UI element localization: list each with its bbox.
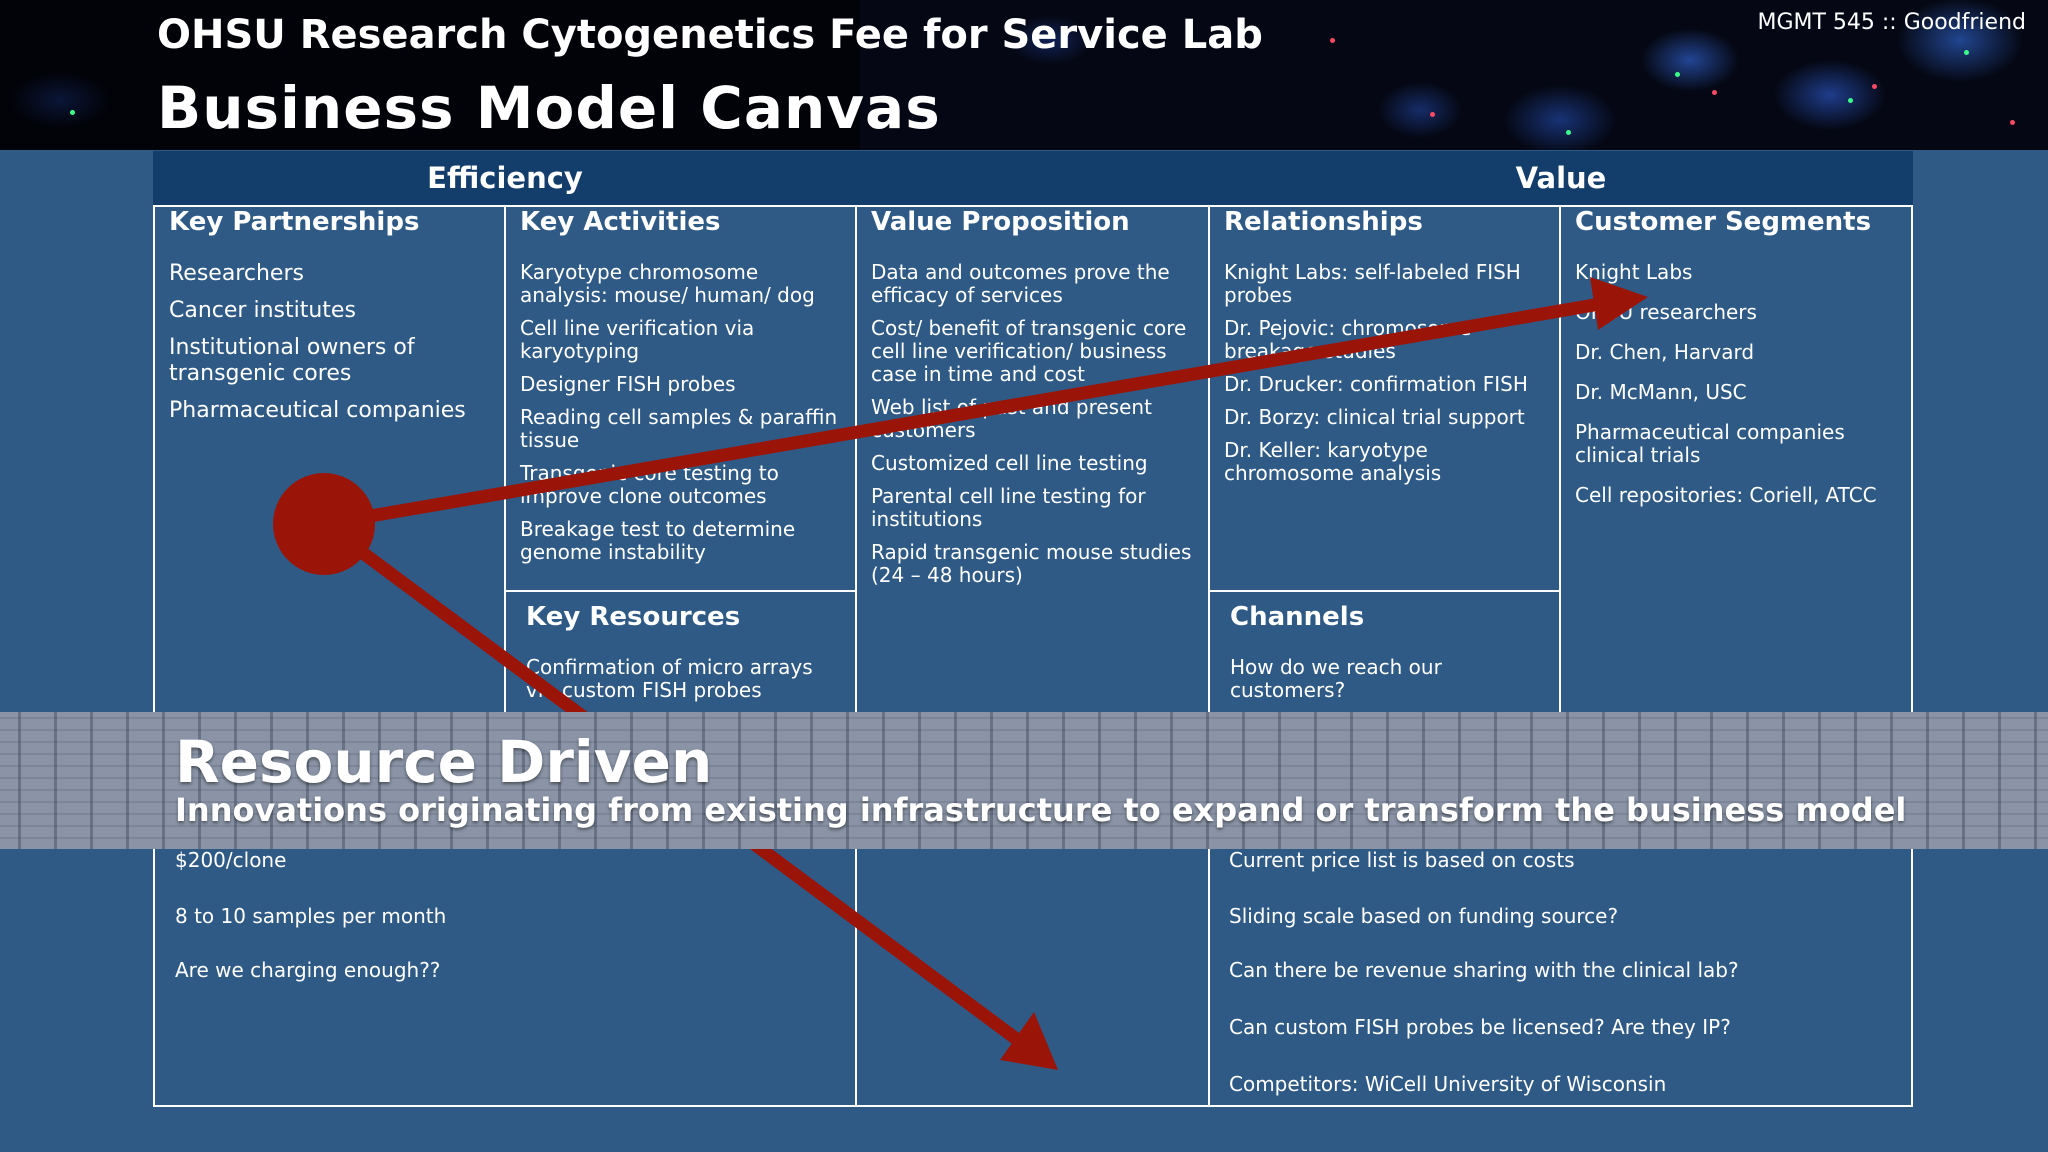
revenue-item: Can there be revenue sharing with the cl… <box>1229 958 1739 982</box>
fish-signal-dot <box>1566 130 1571 135</box>
key-partnerships-list: Researchers Cancer institutes Institutio… <box>169 261 494 435</box>
revenue-item: Sliding scale based on funding source? <box>1229 904 1619 928</box>
list-item: Dr. Borzy: clinical trial support <box>1224 405 1525 429</box>
list-item: Knight Labs <box>1575 260 1693 284</box>
fish-signal-dot <box>70 110 75 115</box>
revenue-streams-box <box>1208 849 1913 1107</box>
key-activities-box: Key Activities Karyotype chromosome anal… <box>504 205 857 592</box>
list-item: Dr. McMann, USC <box>1575 380 1747 404</box>
list-item: Institutional owners of transgenic cores <box>169 335 415 386</box>
arrow-to-customer-segments <box>317 297 1607 531</box>
channels-title: Channels <box>1230 602 1365 632</box>
revenue-item: Current price list is based on costs <box>1229 848 1575 872</box>
value-proposition-list: Data and outcomes prove the efficacy of … <box>871 261 1198 597</box>
key-activities-title: Key Activities <box>520 207 721 237</box>
list-item: Customized cell line testing <box>871 451 1148 475</box>
channels-list: How do we reach our customers? <box>1230 656 1549 712</box>
relationships-title: Relationships <box>1224 207 1423 237</box>
banner-title: Resource Driven <box>175 728 713 796</box>
list-item: Pharmaceutical companies <box>169 398 466 423</box>
section-value: Value <box>1209 151 1913 205</box>
arrowhead-icon <box>1590 277 1648 330</box>
customer-segments-title: Customer Segments <box>1575 207 1872 237</box>
course-label: MGMT 545 :: Goodfriend <box>1757 10 2026 35</box>
cost-item: Are we charging enough?? <box>175 958 441 982</box>
customer-segments-list: Knight Labs OHSU researchers Dr. Chen, H… <box>1575 261 1901 524</box>
list-item: Pharmaceutical companies clinical trials <box>1575 420 1845 467</box>
list-item: How do we reach our customers? <box>1230 655 1442 702</box>
origin-circle <box>273 473 375 575</box>
section-value-label: Value <box>1515 161 1607 195</box>
cost-structure-box <box>153 849 857 1107</box>
fish-signal-dot <box>1675 72 1680 77</box>
list-item: Cell repositories: Coriell, ATCC <box>1575 483 1877 507</box>
fish-signal-dot <box>1964 50 1969 55</box>
list-item: Cancer institutes <box>169 298 356 323</box>
key-partnerships-title: Key Partnerships <box>169 207 420 237</box>
page-title: Business Model Canvas <box>157 74 941 142</box>
list-item: Rapid transgenic mouse studies (24 – 48 … <box>871 540 1192 587</box>
value-proposition-title: Value Proposition <box>871 207 1130 237</box>
list-item: Designer FISH probes <box>520 372 736 396</box>
arrowhead-icon <box>1000 1012 1058 1070</box>
list-item: Dr. Drucker: confirmation FISH <box>1224 372 1528 396</box>
key-resources-title: Key Resources <box>526 602 741 632</box>
relationships-list: Knight Labs: self-labeled FISH probes Dr… <box>1224 261 1549 495</box>
fish-signal-dot <box>1330 38 1335 43</box>
section-efficiency-label: Efficiency <box>427 161 583 195</box>
section-spacer <box>857 151 1209 205</box>
list-item: Confirmation of micro arrays via custom … <box>526 655 813 702</box>
fish-signal-dot <box>1712 90 1717 95</box>
list-item: Parental cell line testing for instituti… <box>871 484 1146 531</box>
list-item: Data and outcomes prove the efficacy of … <box>871 260 1170 307</box>
list-item: Cell line verification via karyotyping <box>520 316 755 363</box>
list-item: Researchers <box>169 261 304 286</box>
cost-item: $200/clone <box>175 848 287 872</box>
resource-driven-banner <box>0 712 2048 849</box>
header-banner <box>0 0 2048 150</box>
banner-subtitle: Innovations originating from existing in… <box>175 791 1907 829</box>
fish-signal-dot <box>1872 84 1877 89</box>
list-item: Knight Labs: self-labeled FISH probes <box>1224 260 1521 307</box>
lab-title: OHSU Research Cytogenetics Fee for Servi… <box>157 12 1263 58</box>
fish-signal-dot <box>2010 120 2015 125</box>
list-item: Dr. Chen, Harvard <box>1575 340 1755 364</box>
section-efficiency: Efficiency <box>153 151 857 205</box>
key-resources-list: Confirmation of micro arrays via custom … <box>526 656 845 712</box>
revenue-item: Competitors: WiCell University of Wiscon… <box>1229 1072 1667 1096</box>
fish-signal-dot <box>1430 112 1435 117</box>
list-item: Dr. Keller: karyotype chromosome analysi… <box>1224 438 1442 485</box>
list-item: Cost/ benefit of transgenic core cell li… <box>871 316 1187 386</box>
fish-signal-dot <box>1848 98 1853 103</box>
cost-item: 8 to 10 samples per month <box>175 904 447 928</box>
list-item: Breakage test to determine genome instab… <box>520 517 796 564</box>
title-backdrop <box>0 0 860 150</box>
list-item: Reading cell samples & paraffin tissue <box>520 405 838 452</box>
revenue-item: Can custom FISH probes be licensed? Are … <box>1229 1015 1731 1039</box>
relationships-box: Relationships Knight Labs: self-labeled … <box>1208 205 1561 592</box>
list-item: Karyotype chromosome analysis: mouse/ hu… <box>520 260 815 307</box>
fish-signal-dot <box>1186 28 1191 33</box>
